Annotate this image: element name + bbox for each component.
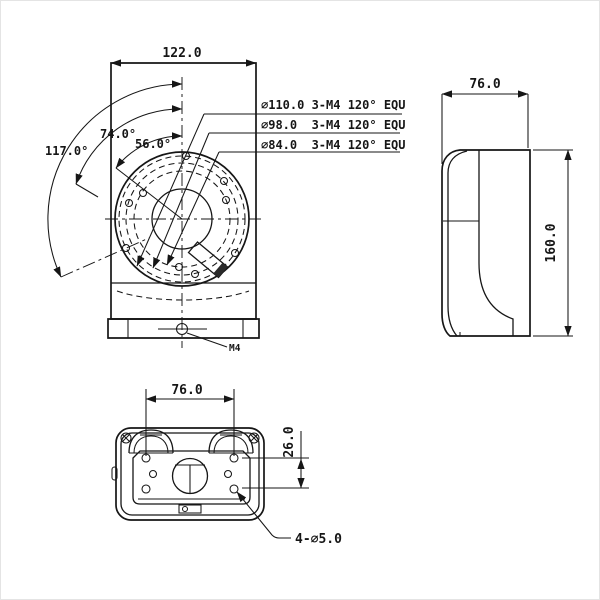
side-width-dim-label: 76.0: [469, 77, 500, 92]
front-slot-hatch: [213, 262, 228, 278]
front-body-outline: [110, 62, 257, 320]
side-height-dimension: 160.0: [533, 149, 573, 337]
front-width-dimension: 122.0: [110, 46, 257, 67]
bottom-view: 76.0 26.0 4-∅5.0: [111, 383, 342, 547]
front-angle-dimensions: 117.0° 74.0° 56.0°: [45, 80, 183, 278]
front-width-dim-label: 122.0: [162, 46, 201, 61]
bottom-left-tab: [111, 466, 118, 481]
callout-110-label: ∅110.0 3-M4 120° EQU: [261, 98, 406, 112]
callout-leader-110: [136, 113, 205, 267]
side-view: 76.0 160.0: [441, 77, 573, 337]
front-band-dashed-arc: [116, 290, 250, 301]
bottom-spacing-dim-label: 26.0: [282, 426, 297, 457]
bottom-spacing-dimension: 26.0: [242, 426, 309, 489]
front-thread-leader: [186, 332, 228, 348]
bolt-circle-callouts: ∅110.0 3-M4 120° EQU ∅98.0 3-M4 120° EQU…: [136, 98, 406, 269]
angle-arc-56: [115, 132, 183, 169]
bottom-inner-outline: [120, 432, 260, 516]
front-thread-feature: M4: [158, 322, 241, 354]
front-base-ticks: [127, 319, 244, 338]
bottom-width-dimension: 76.0: [145, 383, 235, 456]
side-inner-profile: [447, 150, 468, 337]
bottom-hole-leader: [236, 491, 291, 539]
front-thread-label: M4: [229, 343, 241, 354]
angle-radial-74: [75, 183, 99, 198]
bottom-corner-screws: [120, 432, 260, 444]
callout-leader-98: [152, 132, 210, 269]
bottom-center-hole: [171, 457, 209, 495]
bottom-platform: [132, 450, 251, 505]
front-view: 122.0 117.0° 74.0° 56.0° ∅110.0 3-M4 120…: [45, 46, 406, 354]
callout-leader-84: [166, 151, 220, 266]
side-height-dim-label: 160.0: [544, 223, 559, 262]
side-inner-wall: [478, 150, 514, 336]
angle-label-56: 56.0°: [135, 137, 171, 151]
callout-84-label: ∅84.0 3-M4 120° EQU: [261, 138, 406, 152]
angle-radial-117: [60, 237, 150, 278]
bottom-center-notch: [178, 504, 202, 514]
side-body-outline: [441, 149, 531, 337]
angle-arc-117: [47, 80, 183, 278]
angle-label-74: 74.0°: [100, 127, 136, 141]
front-base-plate: [107, 318, 260, 339]
angle-label-117: 117.0°: [45, 144, 88, 158]
bottom-width-dim-label: 76.0: [171, 383, 202, 398]
side-width-dimension: 76.0: [441, 77, 529, 164]
bottom-hole-callout-label: 4-∅5.0: [295, 532, 342, 547]
bottom-outer-outline: [115, 427, 265, 521]
angle-arc-74: [75, 105, 183, 185]
callout-98-label: ∅98.0 3-M4 120° EQU: [261, 118, 406, 132]
bottom-screw-holes: [141, 453, 239, 494]
callout-underlines: [204, 113, 402, 153]
bottom-ear-slots: [128, 429, 254, 454]
bolt-circle-110: [118, 155, 246, 283]
angle-radial-56: [115, 167, 183, 220]
bottom-hole-callout: 4-∅5.0: [236, 491, 342, 547]
